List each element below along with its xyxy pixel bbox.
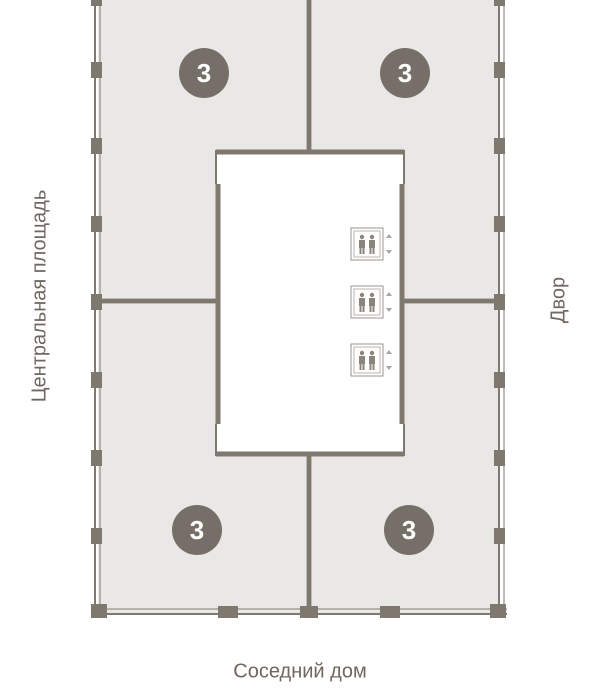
elevator-icon [350, 343, 392, 377]
room-count: 3 [402, 515, 416, 545]
room-count: 3 [190, 515, 204, 545]
apartment-badge-bottom-left[interactable]: 3 [172, 505, 222, 555]
room-count: 3 [398, 58, 412, 88]
elevator-icon [350, 227, 392, 261]
columns [91, 0, 506, 618]
street-label-left: Центральная площадь [28, 189, 51, 403]
courtyard-label: Двор [547, 276, 570, 324]
apartment-badge-bottom-right[interactable]: 3 [384, 505, 434, 555]
apartment-badge-top-left[interactable]: 3 [179, 48, 229, 98]
elevator-icon [350, 285, 392, 319]
apartment-badge-top-right[interactable]: 3 [380, 48, 430, 98]
neighbor-building-label: Соседний дом [233, 660, 367, 683]
elevators [350, 227, 392, 377]
room-count: 3 [197, 58, 211, 88]
